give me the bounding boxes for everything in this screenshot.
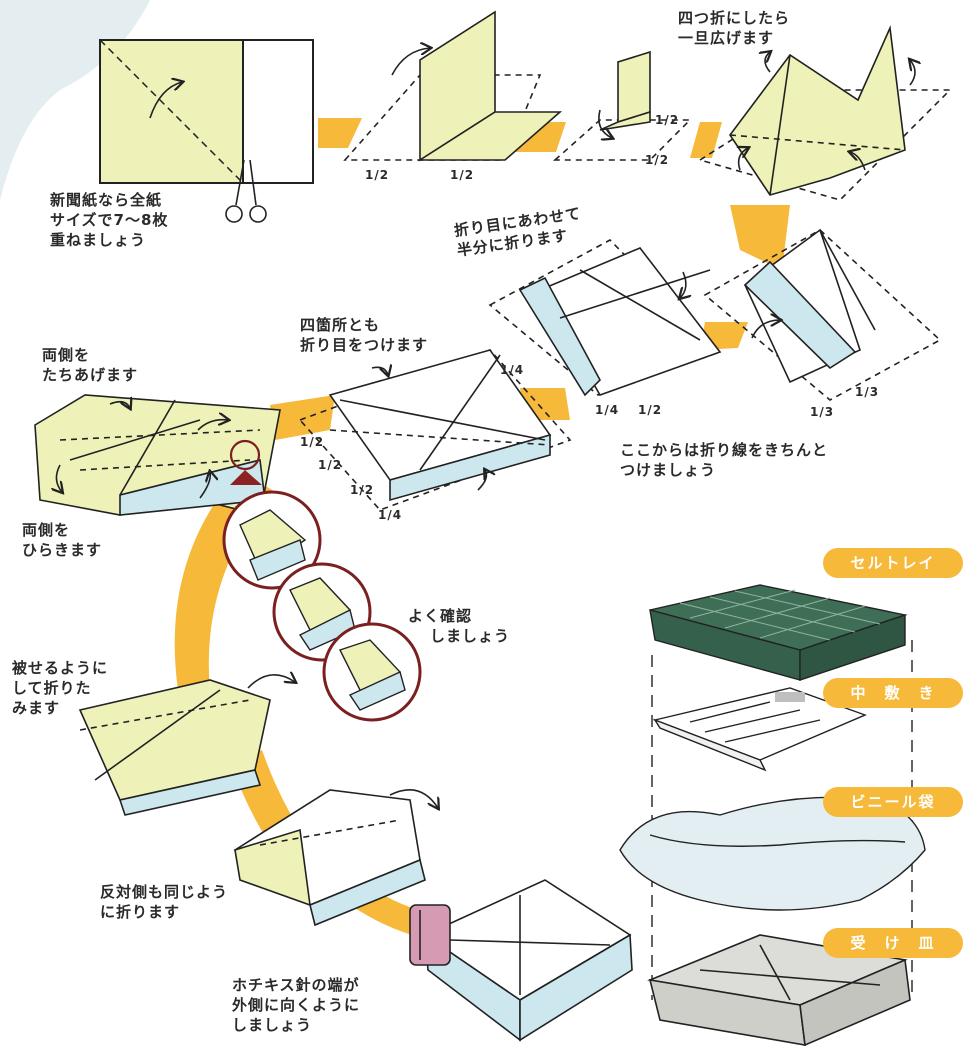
step9-cover-fold bbox=[78, 675, 295, 816]
step2-half-fold bbox=[343, 10, 563, 162]
stapler-icon bbox=[409, 904, 451, 966]
fraction-label: 1/2 bbox=[300, 435, 325, 449]
note-staple-line2: 外側に向くように bbox=[232, 996, 361, 1014]
step1-square-sheet bbox=[99, 39, 314, 223]
fraction-label: 1/3 bbox=[855, 385, 880, 399]
step10-opposite-fold bbox=[233, 788, 438, 927]
detail-magnifier-1 bbox=[222, 490, 322, 590]
fraction-label: 1/2 bbox=[318, 458, 343, 472]
note-cover-fold-line3: みます bbox=[12, 699, 61, 717]
fraction-label: 1/2 bbox=[655, 113, 680, 127]
note-opposite-line1: 反対側も同じよう bbox=[100, 883, 229, 901]
note-newspaper-line1: 新聞紙なら全紙 bbox=[50, 191, 163, 209]
note-open-both-line2: ひらきます bbox=[22, 541, 103, 559]
fraction-label: 1/4 bbox=[500, 363, 525, 377]
note-cover-fold-line2: して折りた bbox=[12, 679, 92, 697]
note-quarter-fold: 四つ折にしたら 一旦広げます bbox=[678, 8, 790, 48]
note-quarter-fold-line2: 一旦広げます bbox=[678, 29, 775, 47]
fraction-label: 1/4 bbox=[378, 508, 403, 522]
note-cover-fold: 被せるように して折りた みます bbox=[12, 658, 108, 718]
vinyl-bag-illustration bbox=[619, 796, 926, 911]
note-check-line2: しましょう bbox=[430, 627, 511, 645]
note-staple: ホチキス針の端が 外側に向くように しましょう bbox=[232, 975, 360, 1035]
note-four-places: 四箇所とも 折り目をつけます bbox=[300, 315, 428, 355]
tag-saucer: 受 け 皿 bbox=[823, 928, 963, 958]
cell-tray-illustration bbox=[649, 584, 908, 681]
note-check-line1: よく確認 bbox=[408, 607, 473, 625]
fraction-label: 1/2 bbox=[365, 168, 390, 182]
fraction-label: 1/2 bbox=[638, 403, 663, 417]
note-newspaper: 新聞紙なら全紙 サイズで7〜8枚 重ねましょう bbox=[50, 190, 168, 250]
note-cover-fold-line1: 被せるように bbox=[12, 659, 109, 677]
step4-star-unfold bbox=[698, 25, 952, 201]
note-four-places-line2: 折り目をつけます bbox=[300, 336, 429, 354]
fraction-label: 1/2 bbox=[350, 483, 375, 497]
tag-vinyl-bag: ビニール袋 bbox=[823, 787, 963, 817]
fraction-label: 1/2 bbox=[645, 153, 670, 167]
note-stand-both: 両側を たちあげます bbox=[42, 345, 138, 385]
note-stand-both-line2: たちあげます bbox=[42, 366, 139, 384]
note-four-places-line1: 四箇所とも bbox=[300, 316, 381, 334]
note-check: よく確認 しましょう bbox=[408, 606, 510, 646]
step3-quarter-fold bbox=[552, 50, 692, 161]
note-open-both-line1: 両側を bbox=[22, 521, 71, 539]
note-stand-both-line1: 両側を bbox=[42, 346, 91, 364]
note-crease-firm: ここからは折り線をきちんと つけましょう bbox=[620, 440, 828, 480]
step8-stand-sides bbox=[34, 394, 281, 516]
step7-four-creases bbox=[298, 349, 572, 511]
note-opposite: 反対側も同じよう に折ります bbox=[100, 882, 228, 922]
step6-fold-to-crease bbox=[488, 239, 722, 397]
fraction-label: 1/2 bbox=[450, 168, 475, 182]
note-crease-firm-line2: つけましょう bbox=[620, 461, 717, 479]
tag-inner-sheet: 中 敷 き bbox=[823, 678, 963, 708]
note-newspaper-line2: サイズで7〜8枚 bbox=[50, 211, 169, 229]
detail-magnifier-3 bbox=[322, 622, 422, 722]
note-staple-line3: しましょう bbox=[232, 1016, 313, 1034]
fraction-label: 1/3 bbox=[810, 405, 835, 419]
note-open-both: 両側を ひらきます bbox=[22, 520, 102, 560]
note-staple-line1: ホチキス針の端が bbox=[232, 976, 360, 994]
step11-finished-box bbox=[409, 879, 633, 1042]
note-crease-firm-line1: ここからは折り線をきちんと bbox=[620, 441, 829, 459]
step5-half-fold-upright bbox=[703, 228, 942, 401]
fraction-label: 1/4 bbox=[595, 403, 620, 417]
note-quarter-fold-line1: 四つ折にしたら bbox=[678, 9, 791, 27]
note-newspaper-line3: 重ねましょう bbox=[50, 231, 147, 249]
scissors-icon bbox=[225, 159, 267, 223]
tag-cell-tray: セルトレイ bbox=[823, 548, 963, 578]
note-opposite-line2: に折ります bbox=[100, 903, 181, 921]
inner-sheet-illustration bbox=[652, 687, 867, 772]
